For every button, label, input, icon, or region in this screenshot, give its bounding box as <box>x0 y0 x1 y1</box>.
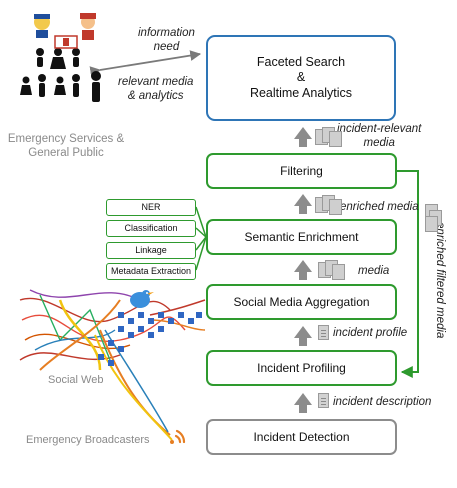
faceted-search-box: Faceted Search & Realtime Analytics <box>206 35 396 121</box>
incident-detection-box: Incident Detection <box>206 419 397 455</box>
node-grid <box>98 312 202 366</box>
semantic-enrichment-box: Semantic Enrichment <box>206 219 397 255</box>
people-icon <box>20 48 101 102</box>
emergency-service-icon <box>34 13 96 49</box>
twitter-bird-icon <box>130 290 154 308</box>
label-enriched-media: enriched media <box>340 201 419 213</box>
label-incident-relevant-media: incident-relevant media <box>337 123 422 149</box>
incident-profiling-box: Incident Profiling <box>206 350 397 386</box>
document-icon <box>318 325 329 340</box>
label-information-need: information need <box>138 27 195 53</box>
label-relevant-media: relevant media & analytics <box>118 76 194 102</box>
social-web-label: Social Web <box>48 374 104 386</box>
subtask-classification: Classification <box>106 220 196 237</box>
stage-up-arrows <box>294 127 312 413</box>
label-incident-description: incident description <box>333 396 432 408</box>
media-stack-icon <box>315 125 345 149</box>
emergency-broadcasters-label: Emergency Broadcasters <box>26 434 150 446</box>
label-enriched-filtered-media: enriched filtered media <box>434 222 446 339</box>
rss-feed-icon <box>170 429 186 444</box>
subtask-linkage: Linkage <box>106 242 196 259</box>
media-stack-icon <box>315 193 345 217</box>
social-web-illustration <box>19 289 206 441</box>
feedback-loop-arrow <box>397 170 419 378</box>
social-media-aggregation-box: Social Media Aggregation <box>206 284 397 320</box>
filtering-box: Filtering <box>206 153 397 189</box>
subtask-ner: NER <box>106 199 196 216</box>
subtask-connectors <box>195 206 207 271</box>
document-icon <box>318 393 329 408</box>
emergency-services-label: Emergency Services & General Public <box>7 133 125 159</box>
label-incident-profile: incident profile <box>333 327 408 339</box>
people-search-arrow <box>89 50 202 77</box>
media-stack-icon <box>318 258 348 282</box>
subtask-metadata-extraction: Metadata Extraction <box>106 263 196 280</box>
media-stack-icon <box>425 200 455 232</box>
label-media: media <box>358 265 390 277</box>
